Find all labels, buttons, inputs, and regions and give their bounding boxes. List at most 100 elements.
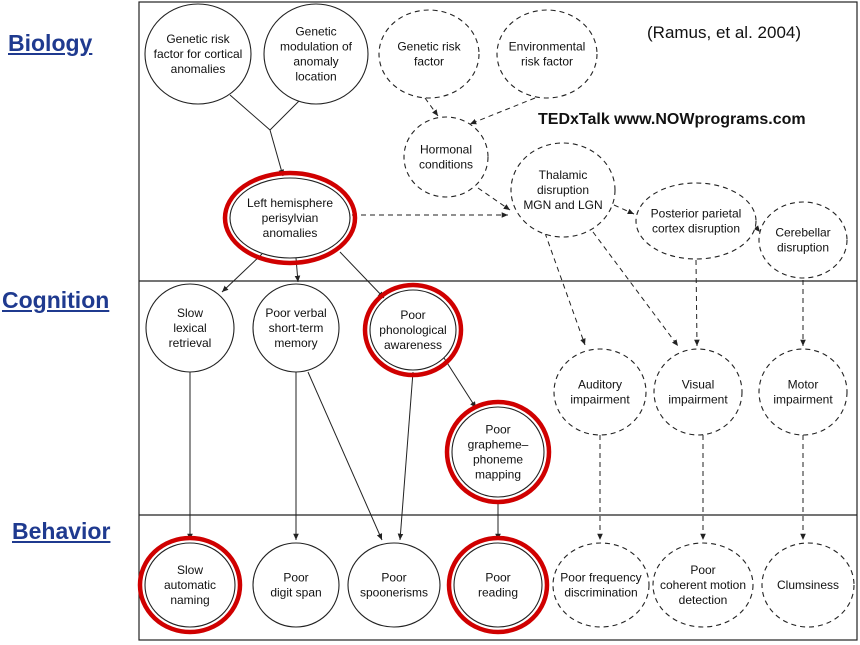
node-label-line: awareness	[384, 338, 442, 352]
node-ellipse	[553, 348, 647, 436]
node-ellipse	[761, 542, 855, 628]
level-label-biology: Biology	[8, 30, 93, 56]
node-label-line: disruption	[537, 183, 589, 197]
node-ellipse	[635, 182, 757, 260]
edge-genetic-risk-merge	[229, 94, 271, 131]
node-ellipse	[378, 9, 480, 99]
edges	[187, 94, 806, 541]
node-label-line: Motor	[788, 378, 819, 392]
node-label-line: Genetic risk	[397, 40, 461, 54]
node-label-line: Genetic	[295, 25, 336, 39]
node-ellipse	[144, 3, 252, 105]
node-label-line: factor for cortical	[154, 47, 243, 61]
highlight-circle	[222, 170, 358, 266]
node-ellipse	[347, 542, 441, 628]
node-label-line: detection	[679, 593, 728, 607]
node-label-line: anomalies	[171, 62, 226, 76]
node-ellipse	[252, 283, 340, 373]
node-ellipse	[451, 406, 545, 498]
edge-thalamic-to-parietal	[613, 204, 635, 215]
node-label-line: Left hemisphere	[247, 196, 333, 210]
level-label-cognition: Cognition	[2, 287, 110, 313]
node-label-line: phonological	[379, 323, 446, 337]
edge-genetic-modulation-merge	[269, 99, 301, 131]
node-label-line: discrimination	[564, 586, 637, 600]
node-label-line: Genetic risk	[166, 32, 230, 46]
node-label-line: digit span	[270, 586, 321, 600]
edge-parietal-to-cerebellar	[753, 225, 761, 233]
highlight-circle	[137, 535, 243, 635]
node-label-line: short-term	[269, 321, 324, 335]
node-label-line: lexical	[173, 321, 206, 335]
node-label-line: impairment	[668, 393, 728, 407]
edge-left-to-phonological	[339, 251, 385, 299]
edge-to-left-hemisphere	[269, 129, 284, 177]
node-ellipse	[758, 201, 848, 279]
highlight-circle	[444, 399, 552, 505]
node-label-line: memory	[274, 336, 317, 350]
node-label-line: Poor	[381, 571, 406, 585]
edge-parietal-to-visual	[694, 259, 700, 347]
node-label-line: modulation of	[280, 40, 353, 54]
node-label-line: disruption	[777, 241, 829, 255]
node-ellipse	[652, 542, 754, 628]
node-label-line: Hormonal	[420, 143, 472, 157]
node-label-line: Posterior parietal	[651, 207, 742, 221]
node-label-line: Auditory	[578, 378, 622, 392]
node-label-line: anomalies	[263, 226, 318, 240]
node-label-line: Poor frequency	[560, 571, 641, 585]
node-ellipse	[758, 348, 848, 436]
diagram-frame	[138, 1, 858, 641]
node-label-line: risk factor	[521, 55, 573, 69]
node-label-line: Visual	[682, 378, 714, 392]
watermark-text: TEDxTalk www.NOWprograms.com	[538, 111, 806, 128]
node-label-line: impairment	[570, 393, 630, 407]
node-clumsiness: Clumsiness	[761, 542, 855, 628]
highlight-circle	[362, 282, 464, 378]
node-label-line: Poor	[690, 563, 715, 577]
node-label-line: Environmental	[509, 40, 586, 54]
node-label-line: Cerebellar	[775, 226, 830, 240]
node-label-line: Slow	[177, 306, 203, 320]
node-label-line: Poor verbal	[265, 306, 326, 320]
node-ellipse	[653, 348, 743, 436]
edge-phonological-to-grapheme	[443, 357, 477, 409]
node-label-line: spoonerisms	[360, 586, 428, 600]
node-label-line: coherent motion	[660, 578, 746, 592]
node-label-line: cortex disruption	[652, 222, 740, 236]
node-ellipse	[510, 142, 616, 238]
node-label-line: perisylvian	[262, 211, 319, 225]
node-label-line: location	[295, 70, 336, 84]
node-label-line: reading	[478, 586, 518, 600]
edge-hormonal-to-thalamic	[477, 187, 511, 211]
node-label-line: Clumsiness	[777, 578, 839, 592]
node-label-line: Thalamic	[539, 168, 588, 182]
node-label-line: automatic	[164, 578, 216, 592]
node-label-line: Poor	[400, 308, 425, 322]
node-ellipse	[145, 283, 235, 373]
edge-thalamic-to-visual	[592, 231, 679, 347]
node-label-line: MGN and LGN	[523, 198, 602, 212]
node-label-line: naming	[170, 593, 209, 607]
edge-environmental-to-hormonal	[469, 97, 536, 125]
node-label-line: phoneme	[473, 453, 523, 467]
node-ellipse	[229, 177, 351, 259]
node-label-line: factor	[414, 55, 444, 69]
edge-phonological-to-spoonerisms	[397, 371, 414, 541]
